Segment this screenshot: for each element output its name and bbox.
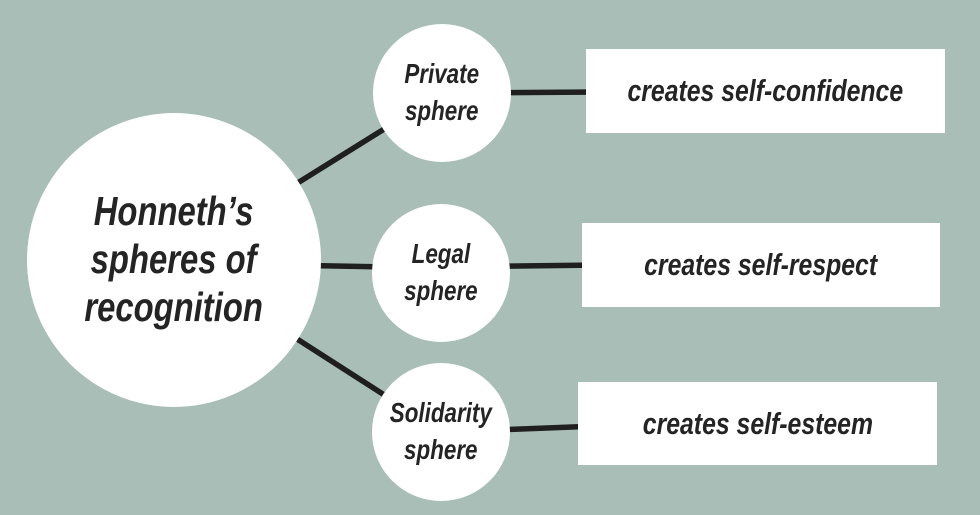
- sphere-node-private: Private sphere: [373, 24, 511, 162]
- sphere-node-legal: Legal sphere: [372, 204, 510, 342]
- sphere-node-legal-label: Legal sphere: [404, 238, 478, 306]
- root-node-label: Honneth’s spheres of recognition: [84, 188, 264, 330]
- sphere-node-solidarity-label: Solidarity sphere: [389, 397, 493, 465]
- outcome-box-self-esteem: creates self-esteem: [578, 382, 937, 465]
- outcome-box-self-confidence-label: creates self-confidence: [627, 73, 904, 108]
- outcome-box-self-respect: creates self-respect: [582, 223, 940, 307]
- sphere-node-solidarity: Solidarity sphere: [372, 363, 510, 501]
- outcome-box-self-esteem-label: creates self-esteem: [642, 405, 873, 441]
- outcome-box-self-respect-label: creates self-respect: [644, 247, 878, 282]
- sphere-node-private-label: Private sphere: [404, 58, 480, 126]
- root-node: Honneth’s spheres of recognition: [27, 113, 321, 407]
- outcome-box-self-confidence: creates self-confidence: [586, 49, 945, 133]
